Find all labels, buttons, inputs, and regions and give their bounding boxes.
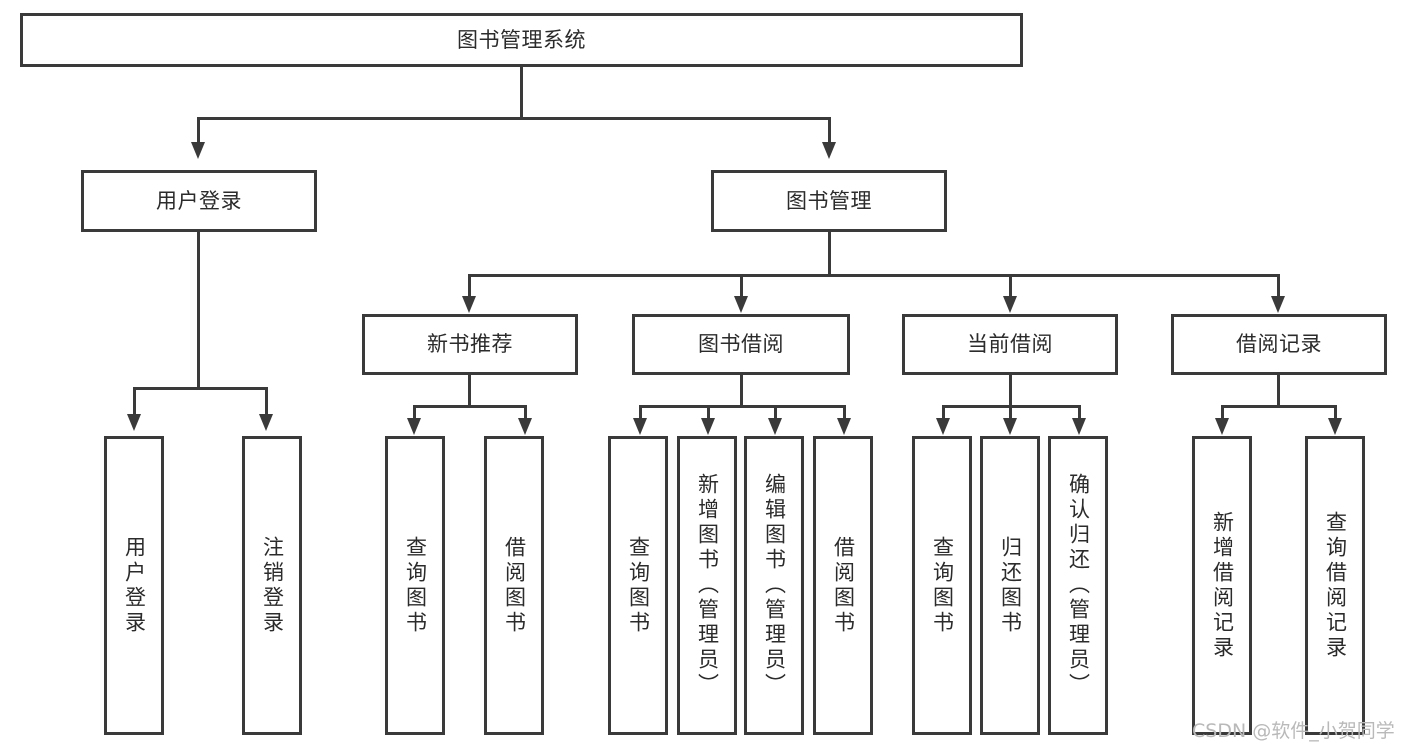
arrowhead-leaf-nbr-0 <box>407 418 421 435</box>
connector-bm-to-book-borrow <box>740 274 743 298</box>
node-borrow-record[interactable]: 借阅记录 <box>1171 314 1387 375</box>
arrowhead-leaf-user-login-1 <box>259 414 273 431</box>
connector-bb-to-leaf-0 <box>639 405 642 419</box>
leaf-br-add-record[interactable]: 新增借阅记录 <box>1192 436 1252 735</box>
leaf-cb-return-book[interactable]: 归还图书 <box>980 436 1040 735</box>
node-label: 借阅图书 <box>831 535 856 636</box>
arrowhead-leaf-bb-2 <box>768 418 782 435</box>
connector-bb-to-leaf-1 <box>707 405 710 419</box>
arrowhead-leaf-cb-0 <box>936 418 950 435</box>
connector-bb-to-leaf-3 <box>843 405 846 419</box>
arrowhead-current-borrow <box>1003 296 1017 313</box>
node-label: 用户登录 <box>156 188 242 213</box>
leaf-nbr-borrow-book[interactable]: 借阅图书 <box>484 436 544 735</box>
leaf-bb-borrow-book[interactable]: 借阅图书 <box>813 436 873 735</box>
node-label: 查询图书 <box>626 535 651 636</box>
node-label: 用户登录 <box>122 535 147 636</box>
arrowhead-leaf-bb-3 <box>837 418 851 435</box>
connector-cb-to-leaf-2 <box>1078 405 1081 419</box>
node-label: 当前借阅 <box>967 332 1053 357</box>
leaf-user-login-logout[interactable]: 注销登录 <box>242 436 302 735</box>
connector-bm-to-new-book <box>468 274 471 298</box>
node-label: 新增图书（管理员） <box>695 473 720 698</box>
connector-cb-stem <box>1009 375 1012 405</box>
connector-br-to-leaf-0 <box>1221 405 1224 419</box>
connector-nbr-bus <box>413 405 527 408</box>
node-current-borrow[interactable]: 当前借阅 <box>902 314 1118 375</box>
connector-root-to-book-manage <box>828 117 831 145</box>
arrowhead-leaf-bb-0 <box>633 418 647 435</box>
leaf-br-query-record[interactable]: 查询借阅记录 <box>1305 436 1365 735</box>
connector-bb-to-leaf-2 <box>774 405 777 419</box>
connector-nbr-stem <box>468 375 471 405</box>
node-label: 注销登录 <box>260 535 285 636</box>
leaf-bb-query-book[interactable]: 查询图书 <box>608 436 668 735</box>
connector-bb-bus <box>639 405 846 408</box>
node-label: 确认归还（管理员） <box>1066 473 1091 698</box>
connector-user-login-to-leaf-0 <box>133 387 136 415</box>
leaf-nbr-query-book[interactable]: 查询图书 <box>385 436 445 735</box>
node-label: 编辑图书（管理员） <box>762 473 787 698</box>
connector-root-bus <box>197 117 831 120</box>
node-label: 借阅图书 <box>502 535 527 636</box>
connector-cb-to-leaf-1 <box>1009 405 1012 419</box>
connector-nbr-to-leaf-0 <box>413 405 416 419</box>
connector-root-stem <box>520 67 523 117</box>
node-new-book-recommend[interactable]: 新书推荐 <box>362 314 578 375</box>
connector-user-login-stem <box>197 232 200 387</box>
node-label: 借阅记录 <box>1236 332 1322 357</box>
connector-user-login-to-leaf-1 <box>265 387 268 415</box>
arrowhead-new-book-recommend <box>462 296 476 313</box>
leaf-bb-edit-book[interactable]: 编辑图书（管理员） <box>744 436 804 735</box>
connector-book-manage-bus <box>468 274 1280 277</box>
node-label: 查询图书 <box>403 535 428 636</box>
connector-bm-to-borrow-record <box>1277 274 1280 298</box>
connector-nbr-to-leaf-1 <box>524 405 527 419</box>
connector-bm-to-current-borrow <box>1009 274 1012 298</box>
arrowhead-leaf-user-login-0 <box>127 414 141 431</box>
leaf-cb-confirm-return[interactable]: 确认归还（管理员） <box>1048 436 1108 735</box>
node-label: 图书管理 <box>786 188 872 213</box>
arrowhead-leaf-br-0 <box>1215 418 1229 435</box>
node-label: 图书借阅 <box>698 332 784 357</box>
arrowhead-book-manage <box>822 142 836 159</box>
node-book-management[interactable]: 图书管理 <box>711 170 947 232</box>
arrowhead-leaf-cb-2 <box>1072 418 1086 435</box>
connector-user-login-bus <box>133 387 267 390</box>
arrowhead-leaf-br-1 <box>1328 418 1342 435</box>
connector-br-stem <box>1277 375 1280 405</box>
arrowhead-user-login <box>191 142 205 159</box>
node-label: 新增借阅记录 <box>1210 510 1235 661</box>
node-label: 查询图书 <box>930 535 955 636</box>
node-label: 新书推荐 <box>427 332 513 357</box>
connector-root-to-user-login <box>197 117 200 145</box>
node-root-system[interactable]: 图书管理系统 <box>20 13 1023 67</box>
arrowhead-book-borrow <box>734 296 748 313</box>
arrowhead-leaf-cb-1 <box>1003 418 1017 435</box>
leaf-user-login-login[interactable]: 用户登录 <box>104 436 164 735</box>
connector-br-bus <box>1221 405 1337 408</box>
node-label: 图书管理系统 <box>457 27 586 52</box>
connector-bb-stem <box>740 375 743 405</box>
connector-br-to-leaf-1 <box>1334 405 1337 419</box>
arrowhead-borrow-record <box>1271 296 1285 313</box>
node-label: 查询借阅记录 <box>1323 510 1348 661</box>
node-book-borrow[interactable]: 图书借阅 <box>632 314 850 375</box>
arrowhead-leaf-nbr-1 <box>518 418 532 435</box>
connector-cb-to-leaf-0 <box>942 405 945 419</box>
node-label: 归还图书 <box>998 535 1023 636</box>
arrowhead-leaf-bb-1 <box>701 418 715 435</box>
node-user-login[interactable]: 用户登录 <box>81 170 317 232</box>
leaf-cb-query-book[interactable]: 查询图书 <box>912 436 972 735</box>
leaf-bb-add-book[interactable]: 新增图书（管理员） <box>677 436 737 735</box>
connector-book-manage-stem <box>828 232 831 274</box>
